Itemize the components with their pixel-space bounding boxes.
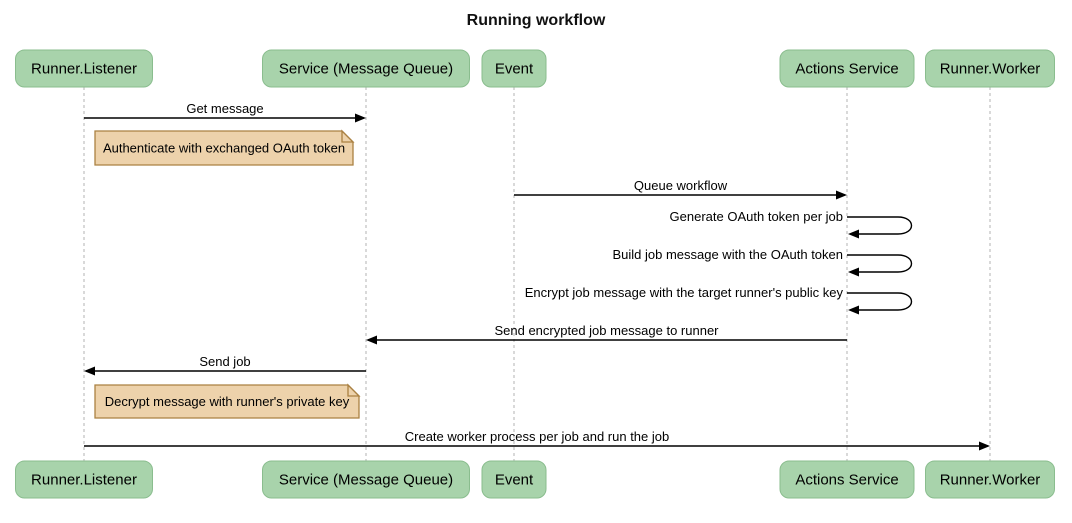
self-message-4-arrowhead [848,267,859,277]
self-message-3-label: Generate OAuth token per job [670,209,843,224]
actor-label-actions-service-bottom: Actions Service [795,472,898,489]
actor-box-service-message-queue-bottom [262,460,470,499]
note-1-label: Authenticate with exchanged OAuth token [103,141,345,156]
message-0-label: Get message [186,101,263,116]
actor-box-event-top [481,49,547,88]
self-message-5-arrowhead [848,305,859,315]
actor-label-event-bottom: Event [495,472,534,489]
message-6-arrowhead [366,335,377,345]
actor-label-event-top: Event [495,61,534,78]
message-9-label: Create worker process per job and run th… [405,429,669,444]
actor-label-runner-worker-top: Runner.Worker [940,61,1041,78]
message-2-label: Queue workflow [634,178,728,193]
message-9-arrowhead [979,441,990,451]
diagram-title: Running workflow [466,12,606,29]
actor-box-runner-listener-top [15,49,153,88]
note-1-fold-icon [341,129,355,143]
self-message-4-label: Build job message with the OAuth token [612,247,843,262]
actor-label-runner-listener-top: Runner.Listener [31,61,137,78]
actor-label-service-message-queue-bottom: Service (Message Queue) [279,472,453,489]
actor-box-actions-service-bottom [779,460,915,499]
actor-box-runner-worker-top [925,49,1055,88]
note-8-label: Decrypt message with runner's private ke… [105,394,350,409]
message-0-arrowhead [355,113,366,123]
message-7-label: Send job [199,354,250,369]
self-message-4-loop [847,254,913,273]
actor-label-runner-listener-bottom: Runner.Listener [31,472,137,489]
note-8-box [94,384,360,419]
self-message-3-arrowhead [848,229,859,239]
actor-label-runner-worker-bottom: Runner.Worker [940,472,1041,489]
self-message-5-loop [847,292,913,311]
actor-label-service-message-queue-top: Service (Message Queue) [279,61,453,78]
actor-box-runner-listener-bottom [15,460,153,499]
message-6-label: Send encrypted job message to runner [494,323,719,338]
note-1-box [94,130,354,166]
note-8-fold-icon [347,383,361,397]
actor-label-actions-service-top: Actions Service [795,61,898,78]
actor-box-actions-service-top [779,49,915,88]
actor-box-service-message-queue-top [262,49,470,88]
message-7-arrowhead [84,366,95,376]
actor-box-event-bottom [481,460,547,499]
actor-box-runner-worker-bottom [925,460,1055,499]
message-2-arrowhead [836,190,847,200]
self-message-3-loop [847,216,913,235]
self-message-5-label: Encrypt job message with the target runn… [525,285,844,300]
